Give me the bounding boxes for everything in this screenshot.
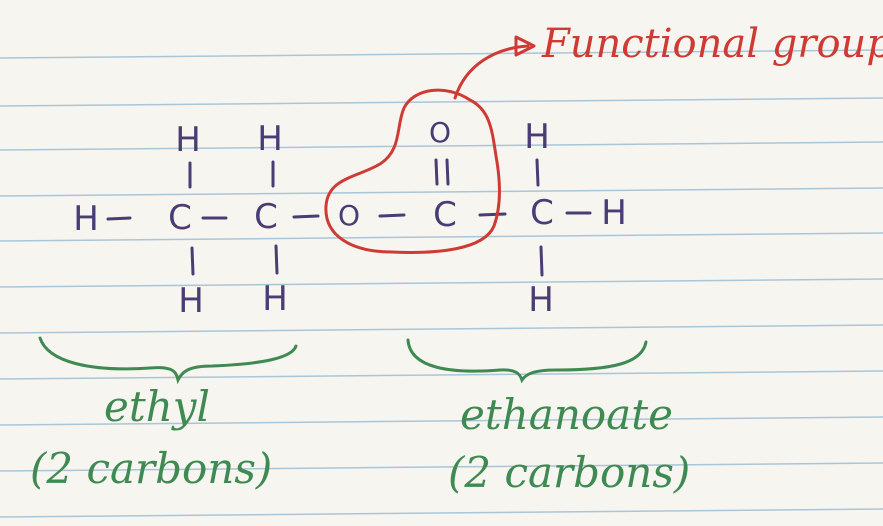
atom-h-c1-top: H [175, 120, 201, 160]
bond-c2-h-bottom [274, 244, 279, 275]
bond-c3-o-double-a [434, 158, 439, 186]
atom-o-carbonyl: O [428, 116, 452, 149]
bond-o-c3 [378, 213, 406, 218]
atom-c2: C [254, 197, 278, 237]
atom-c1: C [168, 198, 192, 238]
bond-c4-h-bottom [539, 245, 544, 277]
ethyl-label: ethyl [104, 382, 210, 431]
functional-group-loop [324, 88, 501, 254]
bond-c3-o-double-b [445, 158, 450, 186]
atom-h-c2-bottom: H [262, 279, 288, 319]
atom-o-ester: O [337, 199, 361, 232]
bond-c1-h-bottom [190, 246, 195, 276]
bond-c2-o [292, 214, 320, 219]
atom-h-right: H [601, 193, 627, 233]
ethyl-carbon-count: (2 carbons) [30, 444, 273, 493]
bond-c3-c4 [478, 212, 507, 217]
ethanoate-brace [406, 338, 648, 384]
bond-c4-h-top [535, 158, 540, 187]
annotation-arrow [453, 44, 530, 100]
atom-h-c4-bottom: H [528, 280, 554, 320]
ethyl-brace [38, 336, 298, 385]
atom-c4: C [530, 193, 554, 233]
ethanoate-carbon-count: (2 carbons) [448, 448, 691, 497]
bond-h-c1 [106, 216, 132, 221]
arrowhead-icon [514, 35, 536, 57]
atom-h-c2-top: H [257, 119, 283, 159]
atom-h-left: H [73, 199, 99, 239]
atom-h-c4-top: H [524, 117, 550, 157]
atom-h-c1-bottom: H [178, 281, 204, 321]
ethanoate-label: ethanoate [460, 390, 673, 439]
functional-group-label: Functional group [542, 21, 883, 67]
atom-c3: C [433, 195, 457, 235]
